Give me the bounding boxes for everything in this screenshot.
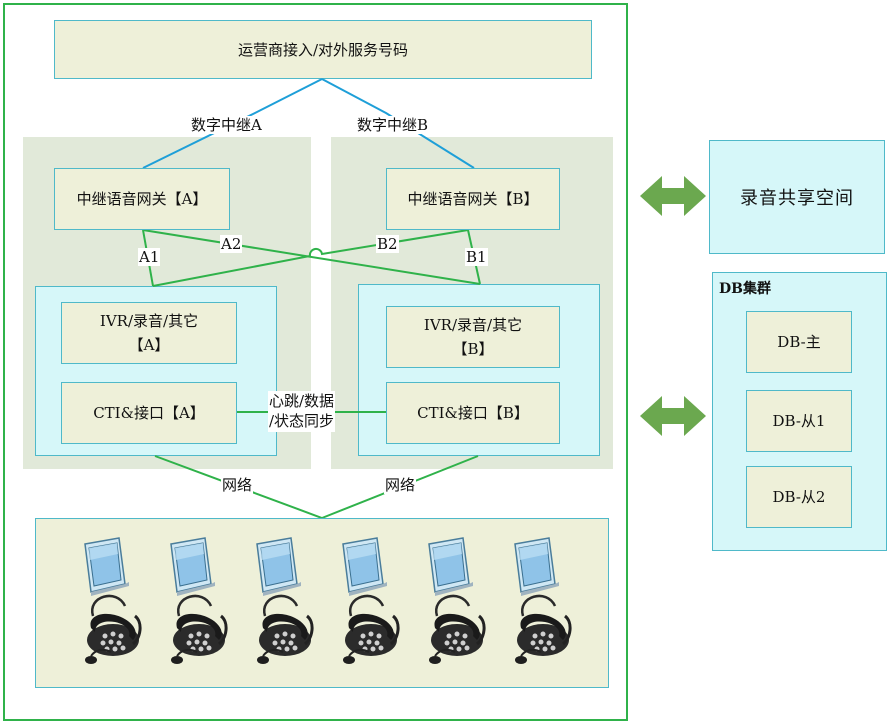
ivr-a-label: IVR/录音/其它 【A】 xyxy=(99,312,199,354)
db-master-label: DB-主 xyxy=(777,333,821,351)
agent-workstation xyxy=(514,537,572,664)
trunk-b-line xyxy=(321,78,475,169)
recording-share-box: 录音共享空间 xyxy=(709,140,885,254)
link-b2-label: B2 xyxy=(376,235,399,253)
monitor-icon xyxy=(342,537,387,596)
agent-workstation xyxy=(342,537,400,664)
agent-list xyxy=(35,518,609,688)
agent-workstation xyxy=(170,537,228,664)
link-a2-label: A2 xyxy=(220,235,243,253)
db-slave1-box: DB-从1 xyxy=(746,390,852,452)
agent-workstation xyxy=(84,537,142,664)
phone-icon xyxy=(515,613,572,664)
link-b2-line xyxy=(152,229,469,287)
db-cluster-title: DB集群 xyxy=(719,281,771,297)
cti-a-box: CTI&接口【A】 xyxy=(61,382,237,444)
network-left-label: 网络 xyxy=(221,476,254,494)
gateway-b-label: 中继语音网关【B】 xyxy=(407,190,539,208)
monitor-icon xyxy=(84,537,129,596)
trunk-a-label: 数字中继A xyxy=(190,116,263,134)
carrier-access-label: 运营商接入/对外服务号码 xyxy=(237,40,409,59)
headset-icon xyxy=(177,594,213,617)
headset-icon xyxy=(349,594,385,617)
call-center-frame xyxy=(3,3,628,721)
link-a1-label: A1 xyxy=(138,248,161,266)
headset-icon xyxy=(435,594,471,617)
link-a2-line xyxy=(142,229,481,285)
recording-share-label: 录音共享空间 xyxy=(740,188,854,209)
agent-workstation xyxy=(256,537,314,664)
ivr-b-box: IVR/录音/其它 【B】 xyxy=(386,306,560,368)
db-master-box: DB-主 xyxy=(746,311,852,373)
phone-icon xyxy=(85,613,142,664)
network-right-label: 网络 xyxy=(384,476,417,494)
phone-icon xyxy=(429,613,486,664)
monitor-icon xyxy=(514,537,559,596)
phone-icon xyxy=(171,613,228,664)
headset-icon xyxy=(263,594,299,617)
heartbeat-label: 心跳/数据 /状态同步 xyxy=(268,391,336,432)
headset-icon xyxy=(91,594,127,617)
monitor-icon xyxy=(170,537,215,596)
monitor-icon xyxy=(428,537,473,596)
db-slave2-box: DB-从2 xyxy=(746,466,852,528)
headset-icon xyxy=(521,594,557,617)
phone-icon xyxy=(343,613,400,664)
db-slave1-label: DB-从1 xyxy=(772,412,826,430)
cti-a-label: CTI&接口【A】 xyxy=(93,404,205,422)
link-b1-label: B1 xyxy=(465,248,488,266)
cti-b-box: CTI&接口【B】 xyxy=(386,382,560,444)
db-arrow-icon xyxy=(640,396,706,436)
ivr-b-label: IVR/录音/其它 【B】 xyxy=(423,316,523,358)
db-slave2-label: DB-从2 xyxy=(772,488,826,506)
cti-b-label: CTI&接口【B】 xyxy=(417,404,529,422)
phone-icon xyxy=(257,613,314,664)
ivr-a-box: IVR/录音/其它 【A】 xyxy=(61,302,237,364)
gateway-b-box: 中继语音网关【B】 xyxy=(386,168,560,230)
agent-area xyxy=(35,518,609,688)
gateway-a-label: 中继语音网关【A】 xyxy=(76,190,208,208)
trunk-a-line xyxy=(142,78,323,169)
recording-arrow-icon xyxy=(640,176,706,216)
monitor-icon xyxy=(256,537,301,596)
trunk-b-label: 数字中继B xyxy=(356,116,430,134)
agent-workstation xyxy=(428,537,486,664)
gateway-a-box: 中继语音网关【A】 xyxy=(54,168,230,230)
